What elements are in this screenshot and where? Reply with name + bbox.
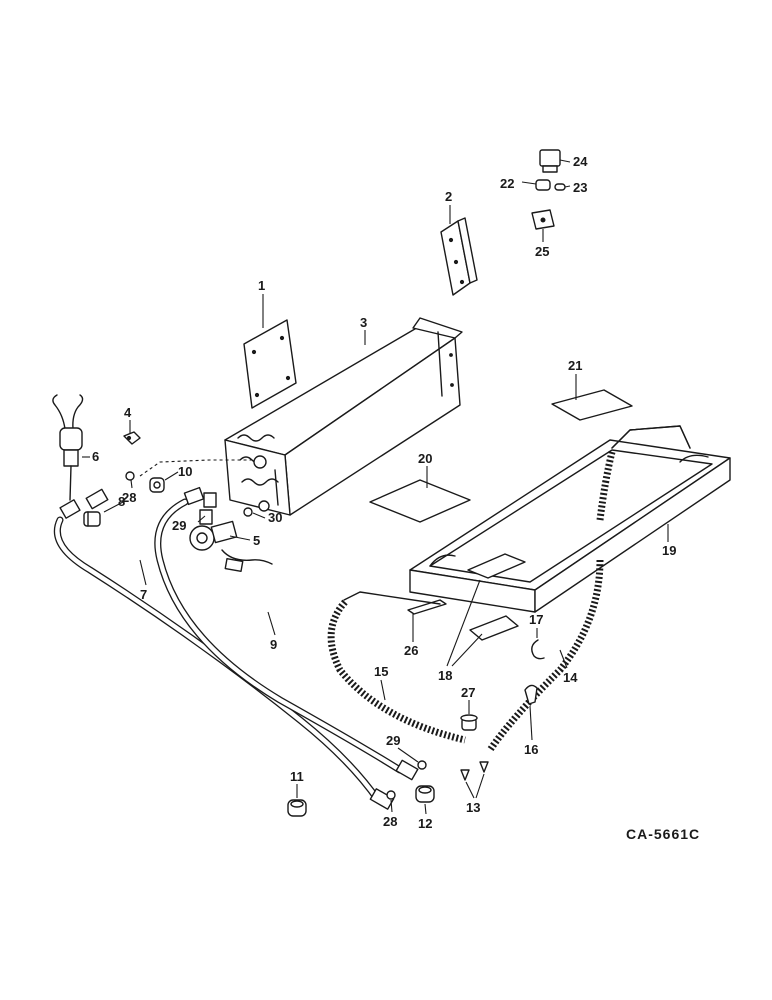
clip-25 — [531, 209, 555, 230]
o-ring-upper — [125, 471, 135, 481]
hose-15 — [327, 599, 466, 744]
callout-22: 22 — [500, 176, 514, 191]
bracket-plate — [243, 319, 297, 409]
callout-30: 30 — [268, 510, 282, 525]
callout-labels: 1 2 3 4 5 6 7 8 9 10 11 12 13 14 15 16 1… — [92, 154, 676, 831]
callout-3: 3 — [360, 315, 367, 330]
fuse-holder-22 — [535, 179, 551, 191]
plate-20 — [369, 479, 471, 523]
hose-14 — [487, 559, 604, 752]
callout-25: 25 — [535, 244, 549, 259]
evaporator-housing — [224, 317, 463, 516]
hose-14-upper — [596, 451, 616, 521]
callout-16: 16 — [524, 742, 538, 757]
callout-2: 2 — [445, 189, 452, 204]
callout-14: 14 — [563, 670, 578, 685]
drain-tube — [343, 591, 441, 605]
callout-20: 20 — [418, 451, 432, 466]
callout-12: 12 — [418, 816, 432, 831]
cap-10 — [149, 477, 165, 493]
relay-24 — [539, 149, 561, 173]
callout-23: 23 — [573, 180, 587, 195]
callout-21: 21 — [568, 358, 582, 373]
hose-7 — [53, 488, 395, 810]
callout-10: 10 — [178, 464, 192, 479]
hose-9 — [154, 486, 419, 781]
callout-6: 6 — [92, 449, 99, 464]
callout-9: 9 — [270, 637, 277, 652]
callout-8: 8 — [118, 494, 125, 509]
callout-13: 13 — [466, 800, 480, 815]
pad-18-upper — [467, 553, 526, 579]
fuse-23 — [554, 183, 566, 191]
callout-18: 18 — [438, 668, 452, 683]
heater-tray — [409, 425, 731, 613]
callout-15: 15 — [374, 664, 388, 679]
o-ring-30 — [243, 507, 253, 517]
o-ring-lower-29 — [417, 760, 427, 770]
callout-11: 11 — [290, 769, 304, 784]
thermostat-switch — [52, 394, 84, 501]
valve-core-left — [460, 769, 470, 781]
callout-7: 7 — [140, 587, 147, 602]
callout-26: 26 — [404, 643, 418, 658]
o-ring-lower-28 — [386, 790, 396, 800]
callout-28a: 28 — [122, 490, 136, 505]
callout-27: 27 — [461, 685, 475, 700]
clamp-16 — [524, 684, 538, 705]
valve-core-right — [479, 761, 489, 773]
expansion-valve — [189, 492, 273, 573]
callout-4: 4 — [124, 405, 132, 420]
small-clip — [123, 431, 141, 445]
plate-21 — [551, 389, 633, 421]
grommet-27 — [460, 714, 478, 731]
cap-12 — [415, 785, 435, 803]
leader-lines — [82, 159, 669, 815]
callout-29b: 29 — [386, 733, 400, 748]
callout-1: 1 — [258, 278, 265, 293]
clip-17 — [531, 639, 545, 660]
drawing-code: CA-5661C — [626, 826, 700, 842]
callout-19: 19 — [662, 543, 676, 558]
callout-5: 5 — [253, 533, 260, 548]
callout-17: 17 — [529, 612, 543, 627]
callout-24: 24 — [573, 154, 588, 169]
callout-29a: 29 — [172, 518, 186, 533]
pad-18-lower — [469, 615, 519, 641]
bracket-upper — [440, 217, 478, 296]
fitting-8 — [83, 511, 101, 527]
callout-28b: 28 — [383, 814, 397, 829]
cap-11 — [287, 799, 307, 817]
